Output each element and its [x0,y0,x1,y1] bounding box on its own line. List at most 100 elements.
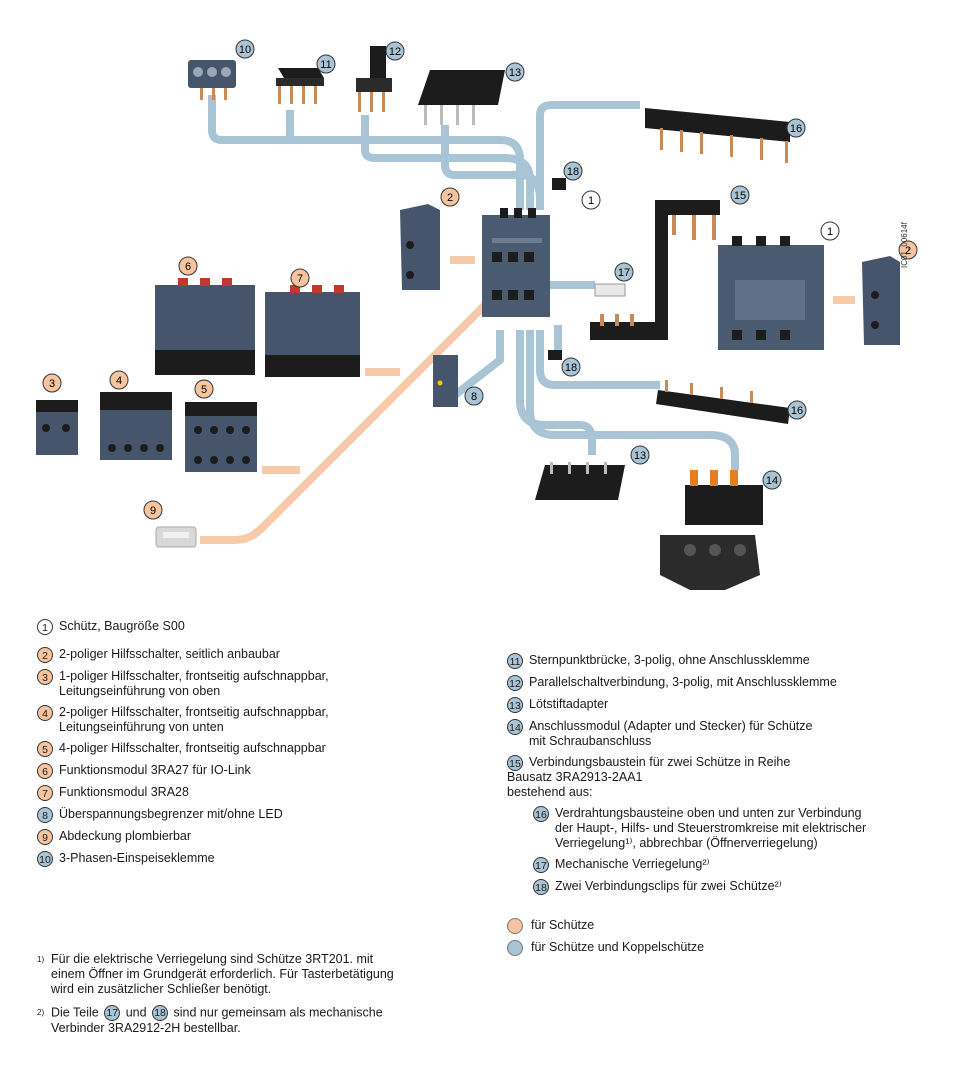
svg-text:16: 16 [790,123,802,135]
badge-12: 12 [385,41,405,61]
svg-text:8: 8 [471,391,477,403]
svg-text:10: 10 [239,44,251,56]
badge-6: 6 [178,256,198,276]
footnote-2-badge-17: 17 [104,1005,121,1021]
badge-17: 17 [614,262,634,282]
legend-item-text: 4-poliger Hilfsschalter, frontseitig auf… [59,741,326,755]
bausatz-section: Bausatz 3RA2913-2AA1 bestehend aus: 16 Ve… [507,770,927,901]
wiring-module-bottom [656,380,790,424]
legend-number-badge: 12 [507,675,523,691]
badge-8: 8 [464,386,484,406]
badge-3: 3 [42,373,62,393]
svg-text:9: 9 [150,505,156,517]
badge-18-bottom: 18 [561,357,581,377]
legend-item-text: 2-poliger Hilfsschalter, seitlich anbaub… [59,647,280,661]
badge-1-center: 1 [581,190,601,210]
color-swatch [507,918,523,934]
legend-item-text: Zwei Verbindungsclips für zwei Schütze²⁾ [555,879,782,893]
legend-item-text: Sternpunktbrücke, 3-polig, ohne Anschlus… [529,653,810,667]
mechanical-interlock [594,283,626,297]
badge-13-top: 13 [505,62,525,82]
badge-18-top: 18 [563,161,583,181]
badge-7: 7 [290,268,310,288]
badge-1-right: 1 [820,221,840,241]
legend-number-badge: 17 [533,857,549,873]
parallel-connector [356,46,392,112]
legend-number-badge: 9 [37,829,53,845]
aux-switch-2pole [100,392,172,460]
legend-right: 11 Sternpunktbrücke, 3-polig, ohne Anschl… [507,653,927,777]
legend-number-badge: 4 [37,705,53,721]
part-badges: 10 11 12 13 16 18 1 2 15 1 2 17 6 7 18 3… [42,39,918,520]
svg-text:16: 16 [791,405,803,417]
svg-text:3: 3 [49,378,55,390]
legend-number-badge: 8 [37,807,53,823]
svg-text:18: 18 [567,166,579,178]
solder-pin-adapter-bottom [535,462,625,500]
badge-4: 4 [109,370,129,390]
function-module [265,285,360,377]
svg-text:4: 4 [116,375,122,387]
series-connector [590,200,720,340]
contactor-center [482,208,550,317]
orange-connector-lines [200,256,855,544]
svg-text:15: 15 [734,190,746,202]
badge-16-top: 16 [786,118,806,138]
legend-item-text: Schütz, Baugröße S00 [59,619,185,633]
legend-item-text: Funktionsmodul 3RA28 [59,785,189,799]
badge-2-left: 2 [440,187,460,207]
badge-13-bottom: 13 [630,445,650,465]
legend-number-badge: 3 [37,669,53,685]
legend-number-badge: 14 [507,719,523,735]
footnote-2-badge-18: 18 [152,1005,169,1021]
legend-item-14: 14 Anschlussmodul (Adapter und Stecker) f… [507,719,927,749]
svg-text:11: 11 [320,59,331,71]
sealable-cover [155,526,197,548]
color-key-text: für Schütze und Koppelschütze [531,940,705,954]
badge-15: 15 [730,185,750,205]
aux-switch-1pole [36,400,78,455]
side-aux-switch-left [400,204,440,290]
legend-item-text: Abdeckung plombierbar [59,829,192,843]
legend-item-text: Anschlussmodul (Adapter und Stecker) für… [529,719,813,748]
blue-connector-lines [208,95,739,470]
bausatz-items: 16 Verdrahtungsbausteine oben und unten z… [533,806,927,895]
svg-text:2: 2 [905,245,911,257]
legend-number-badge: 18 [533,879,549,895]
footnote-2-text-c: Verbinder 3RA2912-2H bestellbar. [51,1021,241,1035]
legend-item-text: Funktionsmodul 3RA27 für IO-Link [59,763,251,777]
footnote-2: 2) Die Teile 17 und 18 sind nur gemeinsa… [37,1005,437,1036]
legend-item-11: 11 Sternpunktbrücke, 3-polig, ohne Anschl… [507,653,927,669]
badge-16-bottom: 16 [787,400,807,420]
connection-clip-top [552,178,566,190]
legend-number-badge: 16 [533,806,549,822]
legend-number-badge: 11 [507,653,523,669]
three-phase-terminal [188,60,236,100]
bausatz-title: Bausatz 3RA2913-2AA1 bestehend aus: [507,770,643,799]
legend-item-18: 18 Zwei Verbindungsclips für zwei Schütze… [533,879,927,895]
legend-item-text: 3-Phasen-Einspeiseklemme [59,851,215,865]
badge-2-right: 2 [898,240,918,260]
footnote-1: 1) Für die elektrische Verriegelung sind… [37,952,437,997]
svg-text:6: 6 [185,261,191,273]
legend-item-text: Verdrahtungsbausteine oben und unten zur… [555,806,867,850]
color-swatch [507,940,523,956]
footnote-1-mark: 1) [37,955,45,964]
badge-14: 14 [762,470,782,490]
footnote-2-text-a: Die Teile [51,1005,99,1020]
svg-text:1: 1 [588,195,594,207]
side-aux-switch-right [862,256,900,345]
legend-number-badge: 7 [37,785,53,801]
badge-11: 11 [316,54,336,74]
footnote-1-text: Für die elektrische Verriegelung sind Sc… [51,952,394,996]
surge-suppressor [433,355,458,407]
contactor-right [718,236,824,350]
legend-item-text: Lötstiftadapter [529,697,609,711]
